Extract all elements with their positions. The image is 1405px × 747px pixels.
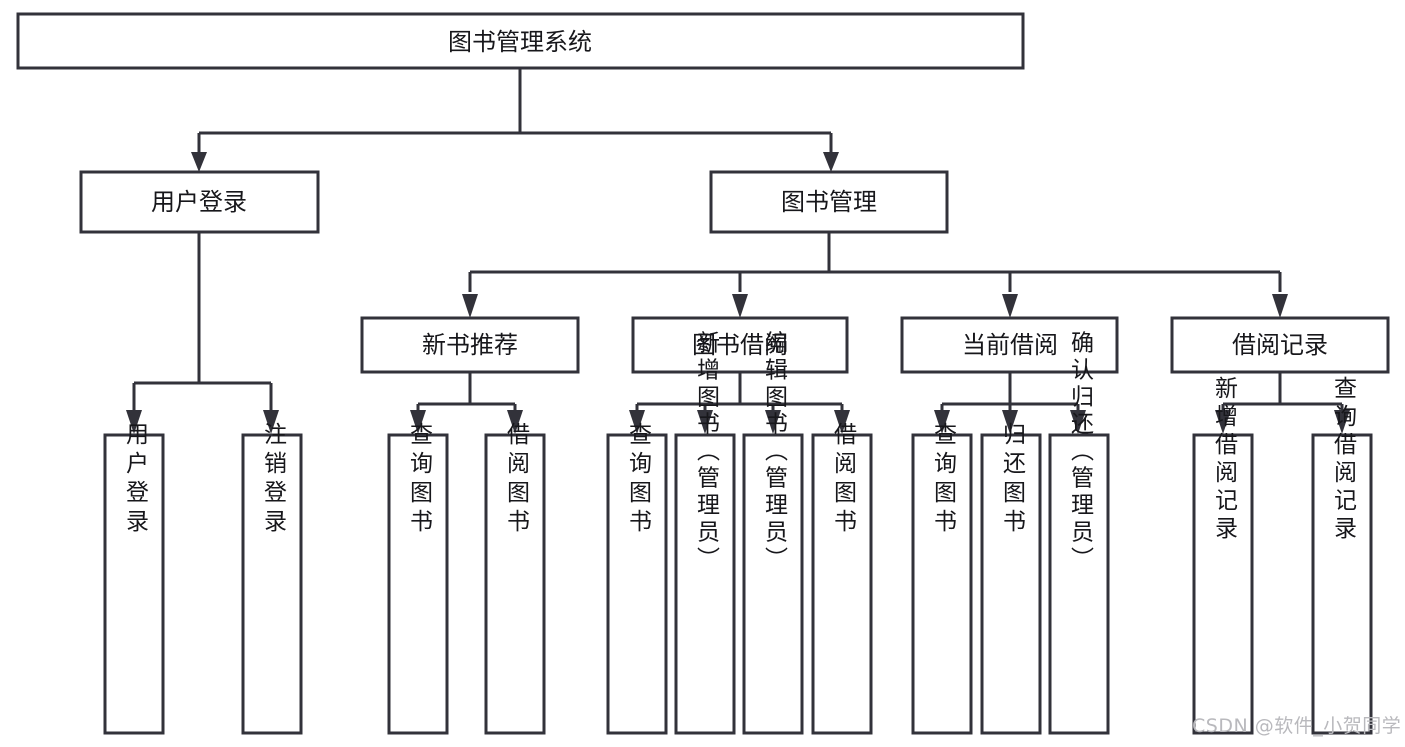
leaf-borrow-book-1[interactable]: 借阅图书 <box>484 422 546 735</box>
arrow-bookmanage-to-newbook <box>462 294 478 318</box>
leaf-borrow-book-1-label: 借阅图书 <box>503 422 531 538</box>
leaf-return-book-box[interactable] <box>980 433 1042 735</box>
link-newbook-bus <box>416 372 517 412</box>
leaf-query-borrow-record-label: 查询借阅记录 <box>1330 376 1358 544</box>
node-book-borrow[interactable]: 图书借阅 <box>631 316 849 374</box>
node-user-login[interactable]: 用户登录 <box>79 170 320 234</box>
arrow-userlogin-to-leaf1 <box>126 410 142 434</box>
node-borrow-record-box[interactable] <box>1170 316 1390 374</box>
leaf-add-borrow-record[interactable]: 新增借阅记录 <box>1192 376 1254 735</box>
leaf-logout-login-box[interactable] <box>241 433 303 735</box>
arrow-currentborrow-to-leaf1 <box>934 410 950 434</box>
leaf-edit-book-admin-label: 编辑图书（管理员） <box>761 331 789 574</box>
link-root-bus <box>197 68 833 158</box>
node-new-book-recommend[interactable]: 新书推荐 <box>360 316 580 374</box>
leaf-return-book[interactable]: 归还图书 <box>980 422 1042 735</box>
link-currentborrow-bus <box>940 372 1080 412</box>
leaf-confirm-return-admin[interactable]: 确认归还（管理员） <box>1048 331 1110 735</box>
arrow-bookborrow-to-leaf1 <box>629 410 645 434</box>
leaf-add-book-admin-label: 新增图书（管理员） <box>693 331 721 574</box>
node-borrow-record[interactable]: 借阅记录 <box>1170 316 1390 374</box>
arrow-bookmanage-to-borrowrecord <box>1272 294 1288 318</box>
leaf-borrow-book-2-box[interactable] <box>811 433 873 735</box>
arrow-currentborrow-to-leaf2 <box>1002 410 1018 434</box>
arrow-bookborrow-to-leaf2 <box>697 410 713 434</box>
leaf-query-book-1-box[interactable] <box>387 433 449 735</box>
leaf-query-book-3[interactable]: 查询图书 <box>911 422 973 735</box>
node-root-label: 图书管理系统 <box>448 28 592 56</box>
leaf-query-book-3-box[interactable] <box>911 433 973 735</box>
node-root[interactable]: 图书管理系统 <box>16 12 1025 70</box>
leaf-query-book-2-box[interactable] <box>606 433 668 735</box>
arrow-bookborrow-to-leaf3 <box>765 410 781 434</box>
leaf-edit-book-admin[interactable]: 编辑图书（管理员） <box>742 331 804 735</box>
node-user-login-box[interactable] <box>79 170 320 234</box>
leaf-query-book-1[interactable]: 查询图书 <box>387 422 449 735</box>
leaf-query-book-2-label: 查询图书 <box>625 422 653 538</box>
leaf-query-book-2[interactable]: 查询图书 <box>606 422 668 735</box>
node-new-book-recommend-box[interactable] <box>360 316 580 374</box>
node-book-manage-box[interactable] <box>709 170 949 234</box>
arrow-bookmanage-to-currentborrow <box>1002 294 1018 318</box>
node-root-box[interactable] <box>16 12 1025 70</box>
arrow-userlogin-to-leaf2 <box>263 410 279 434</box>
node-current-borrow-label: 当前借阅 <box>962 331 1058 359</box>
leaf-query-book-3-label: 查询图书 <box>930 422 958 538</box>
arrow-newbook-to-leaf1 <box>410 410 426 434</box>
leaf-query-borrow-record[interactable]: 查询借阅记录 <box>1311 376 1373 735</box>
leaf-return-book-label: 归还图书 <box>999 422 1027 538</box>
link-borrowrecord-bus <box>1221 372 1344 412</box>
connector-layer <box>126 68 1350 434</box>
node-current-borrow[interactable]: 当前借阅 <box>900 316 1119 374</box>
leaf-borrow-book-1-box[interactable] <box>484 433 546 735</box>
leaf-add-borrow-record-label: 新增借阅记录 <box>1211 376 1239 544</box>
leaf-logout-login[interactable]: 注销登录 <box>241 422 303 735</box>
leaf-edit-book-admin-box[interactable] <box>742 433 804 735</box>
node-new-book-recommend-label: 新书推荐 <box>422 331 518 359</box>
node-book-manage-label: 图书管理 <box>781 188 877 216</box>
watermark-text: CSDN @软件_小贺同学 <box>1192 715 1402 737</box>
arrow-bookborrow-to-leaf4 <box>834 410 850 434</box>
leaf-user-login[interactable]: 用户登录 <box>103 422 165 735</box>
leaf-add-borrow-record-box[interactable] <box>1192 433 1254 735</box>
node-borrow-record-label: 借阅记录 <box>1232 331 1328 359</box>
link-bookmanage-bus <box>468 232 1282 292</box>
node-book-borrow-label: 图书借阅 <box>692 331 788 359</box>
leaf-query-book-1-label: 查询图书 <box>406 422 434 538</box>
leaf-borrow-book-2[interactable]: 借阅图书 <box>811 422 873 735</box>
leaf-add-book-admin-box[interactable] <box>674 433 736 735</box>
arrow-borrowrecord-to-leaf2 <box>1334 410 1350 434</box>
link-bookborrow-bus <box>635 372 844 412</box>
link-userlogin-bus <box>132 232 273 410</box>
leaf-borrow-book-2-label: 借阅图书 <box>830 422 858 538</box>
leaf-query-borrow-record-box[interactable] <box>1311 433 1373 735</box>
node-book-manage[interactable]: 图书管理 <box>709 170 949 234</box>
leaf-confirm-return-admin-label: 确认归还（管理员） <box>1067 331 1095 574</box>
arrow-newbook-to-leaf2 <box>507 410 523 434</box>
leaf-add-book-admin[interactable]: 新增图书（管理员） <box>674 331 736 735</box>
node-book-borrow-box[interactable] <box>631 316 849 374</box>
arrow-root-to-book-manage <box>823 152 839 172</box>
node-user-login-label: 用户登录 <box>151 188 247 216</box>
arrow-currentborrow-to-leaf3 <box>1070 410 1086 434</box>
leaf-user-login-box[interactable] <box>103 433 165 735</box>
node-current-borrow-box[interactable] <box>900 316 1119 374</box>
leaf-user-login-label: 用户登录 <box>122 422 150 538</box>
arrow-borrowrecord-to-leaf1 <box>1215 410 1231 434</box>
leaf-logout-login-label: 注销登录 <box>260 422 288 538</box>
arrow-bookmanage-to-bookborrow <box>732 294 748 318</box>
arrow-root-to-user-login <box>191 152 207 172</box>
leaf-confirm-return-admin-box[interactable] <box>1048 433 1110 735</box>
